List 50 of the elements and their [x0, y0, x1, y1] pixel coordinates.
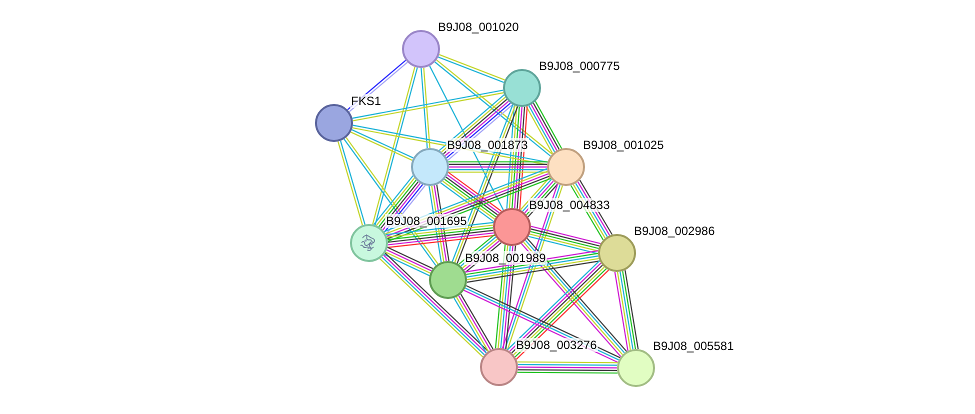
- interaction-line: [517, 361, 618, 364]
- protein-node: [350, 224, 388, 262]
- interaction-line: [622, 271, 636, 350]
- interaction-line: [386, 224, 494, 238]
- protein-label: B9J08_001695: [385, 214, 468, 228]
- protein-node: [547, 148, 585, 186]
- interaction-line: [423, 68, 430, 148]
- protein-label: B9J08_001873: [446, 138, 529, 152]
- protein-node: [411, 148, 449, 186]
- protein-label: B9J08_001989: [464, 251, 547, 265]
- protein-label: B9J08_001020: [437, 20, 520, 34]
- interaction-line: [429, 66, 504, 210]
- interaction-line: [616, 272, 631, 350]
- interaction-line: [448, 161, 548, 162]
- interaction-line: [388, 230, 494, 243]
- interaction-line: [519, 106, 528, 210]
- interaction-line: [420, 68, 428, 148]
- protein-node: [493, 208, 531, 246]
- interaction-line: [388, 232, 494, 246]
- protein-node: [503, 69, 541, 107]
- protein-node: [429, 261, 467, 299]
- interaction-line: [614, 272, 628, 351]
- interaction-line: [506, 105, 515, 209]
- interaction-line: [518, 366, 617, 368]
- protein-label: B9J08_001025: [582, 138, 665, 152]
- protein-node: [315, 104, 353, 142]
- protein-label: B9J08_005581: [652, 339, 735, 353]
- protein-node: [402, 30, 440, 68]
- interaction-line: [449, 166, 547, 168]
- protein-node: [480, 348, 518, 386]
- interaction-line: [518, 369, 618, 372]
- protein-node: [617, 349, 655, 387]
- interaction-line: [448, 169, 548, 170]
- interaction-line: [518, 364, 618, 366]
- protein-label: B9J08_003276: [515, 338, 598, 352]
- interaction-line: [388, 227, 494, 240]
- interaction-line: [517, 372, 618, 374]
- interaction-line: [516, 106, 526, 209]
- interaction-line: [508, 106, 518, 208]
- interaction-line: [448, 172, 548, 173]
- protein-label: B9J08_002986: [633, 224, 716, 238]
- protein-label: B9J08_004833: [528, 198, 611, 212]
- protein-node: [598, 234, 636, 272]
- interaction-line: [620, 272, 634, 350]
- interaction-line: [502, 246, 514, 349]
- protein-label: FKS1: [350, 94, 382, 108]
- interaction-line: [448, 164, 548, 165]
- interaction-line: [387, 234, 496, 248]
- protein-label: B9J08_000775: [538, 59, 621, 73]
- interaction-line: [624, 270, 639, 350]
